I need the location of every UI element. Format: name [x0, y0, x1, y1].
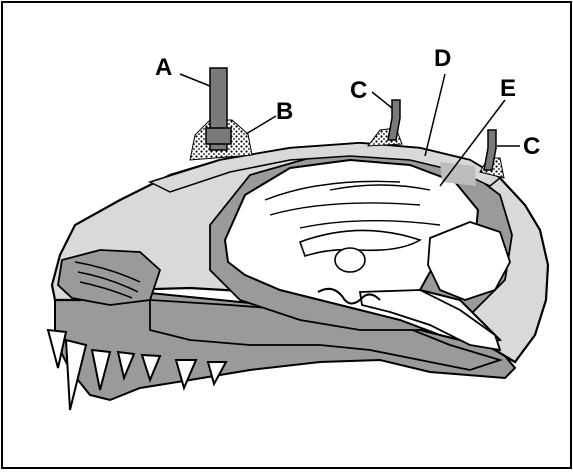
- label-c-left: C: [350, 77, 367, 104]
- label-d: D: [434, 45, 451, 72]
- region-e: [440, 162, 476, 186]
- cannula-a-base: [206, 128, 231, 144]
- label-e: E: [500, 75, 516, 102]
- thalamus: [335, 248, 365, 272]
- label-a: A: [155, 54, 172, 81]
- label-b: B: [276, 98, 293, 125]
- nasal-region: [58, 250, 160, 305]
- label-c-right: C: [523, 133, 540, 160]
